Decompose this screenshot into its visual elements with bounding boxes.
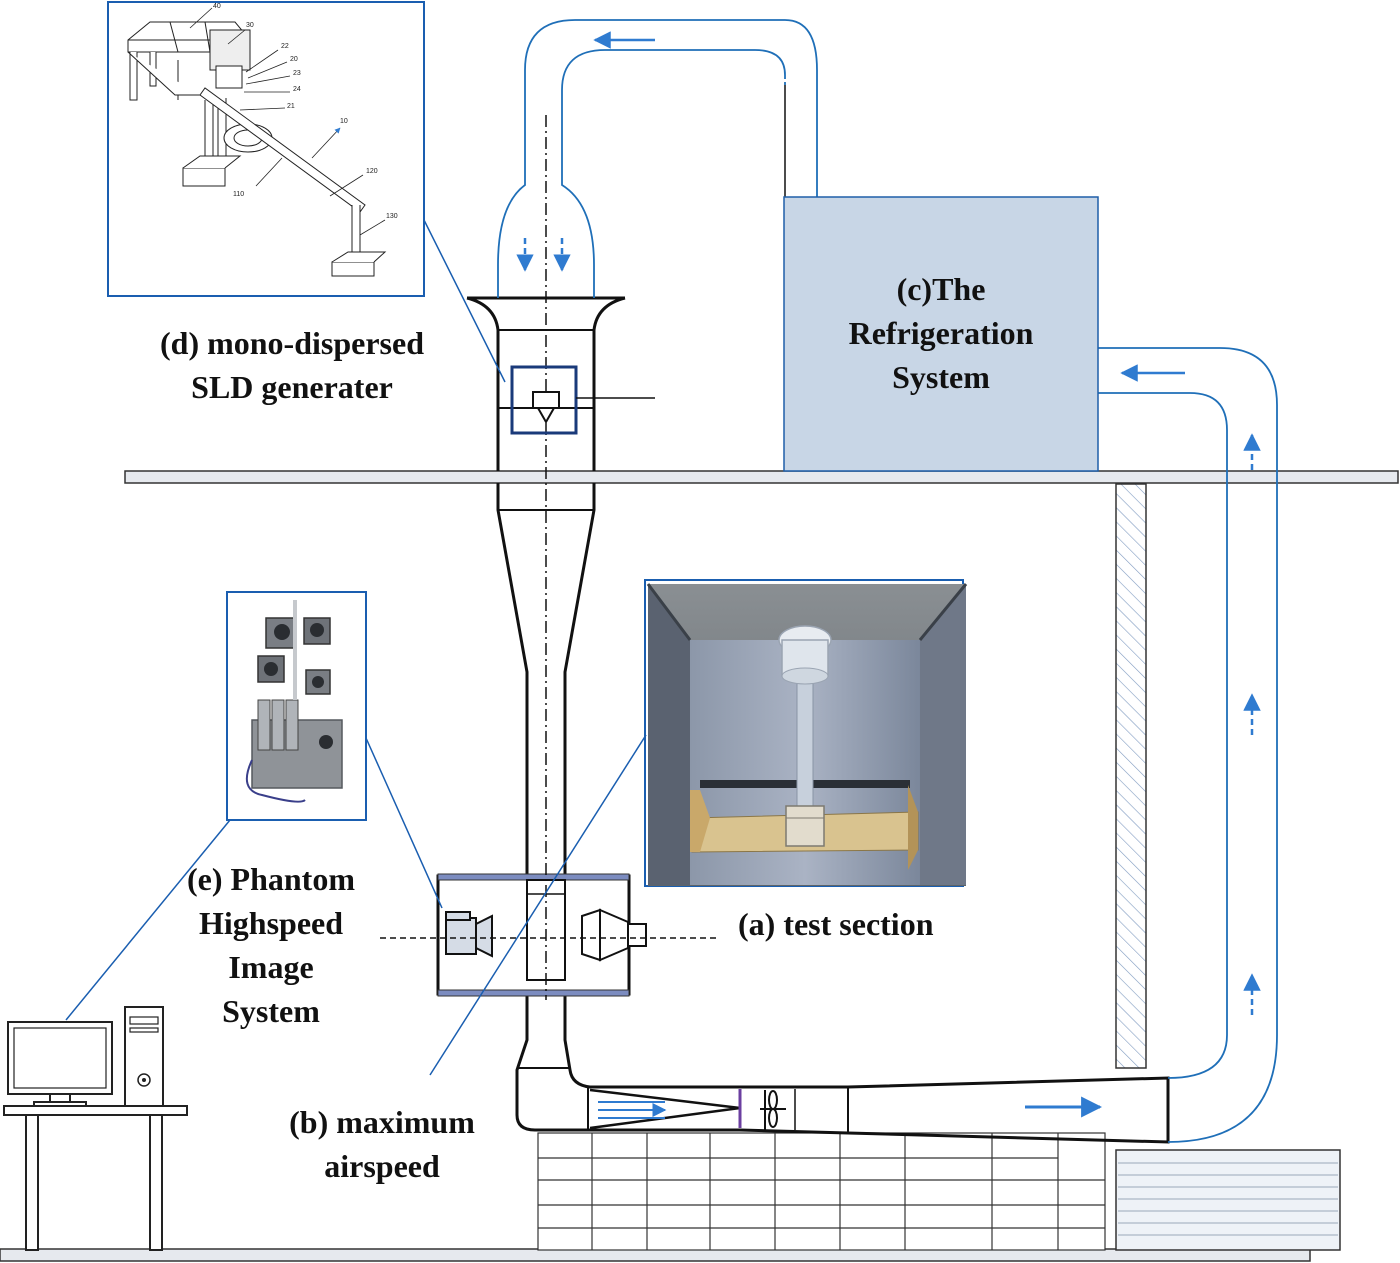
computer-desk <box>3 1105 188 1251</box>
sld-generator-label-2: SLD generater <box>191 369 393 405</box>
flow-arrow-icon <box>1120 364 1261 1015</box>
refrigeration-system-box <box>783 196 1099 472</box>
flow-arrow-icon <box>516 31 655 272</box>
callout-130: 130 <box>386 213 398 220</box>
upper-floor-slab <box>124 470 1399 484</box>
fan-icon <box>760 1090 786 1130</box>
phantom-label-3: Image <box>228 949 313 985</box>
computer-leader <box>65 819 231 1021</box>
callout-40: 40 <box>213 3 221 10</box>
sld-generator-label-1: (d) mono-dispersed <box>160 325 424 361</box>
ground-slab <box>0 1248 1311 1262</box>
sld-injector-box <box>510 365 655 435</box>
refrigeration-label-3: System <box>892 359 990 395</box>
phantom-label-1: (e) Phantom <box>187 861 355 897</box>
flow-arrow-icon <box>598 1096 1103 1119</box>
light-source-icon <box>581 908 647 962</box>
phantom-label-4: System <box>222 993 320 1029</box>
sld-generator-inset: 40 30 22 20 23 24 21 10 120 110 130 <box>107 1 425 297</box>
camera-icon <box>445 911 493 958</box>
callout-30: 30 <box>246 22 254 29</box>
phantom-camera-inset <box>226 591 367 821</box>
phantom-label-2: Highspeed <box>199 905 343 941</box>
callout-110: 110 <box>233 191 244 198</box>
callout-21: 21 <box>287 103 295 110</box>
refrigeration-label-2: Refrigeration <box>849 315 1034 351</box>
refrigeration-label-1: (c)The <box>897 271 986 307</box>
fan-base-block <box>1115 1149 1341 1251</box>
sld-inset-leader <box>423 219 506 383</box>
max-airspeed-label-1: (b) maximum <box>289 1104 475 1140</box>
callout-22: 22 <box>281 43 289 50</box>
max-airspeed-label-2: airspeed <box>324 1148 440 1184</box>
tunnel-walls <box>466 296 1170 1144</box>
callout-24: 24 <box>293 86 301 93</box>
test-section-label: (a) test section <box>738 906 934 942</box>
upper-return-duct <box>497 19 818 298</box>
computer-icon <box>7 1006 164 1108</box>
test-section-photo-inset <box>644 579 968 887</box>
right-return-duct <box>1098 347 1278 1143</box>
test-section-leader <box>429 734 647 1076</box>
callout-120: 120 <box>366 168 378 175</box>
duct-foundation-grid <box>537 1132 1106 1251</box>
callout-23: 23 <box>293 70 301 77</box>
hatched-wall <box>1115 483 1147 1069</box>
phantom-inset-leader <box>365 737 443 909</box>
callout-10: 10 <box>340 118 348 125</box>
callout-20: 20 <box>290 56 298 63</box>
